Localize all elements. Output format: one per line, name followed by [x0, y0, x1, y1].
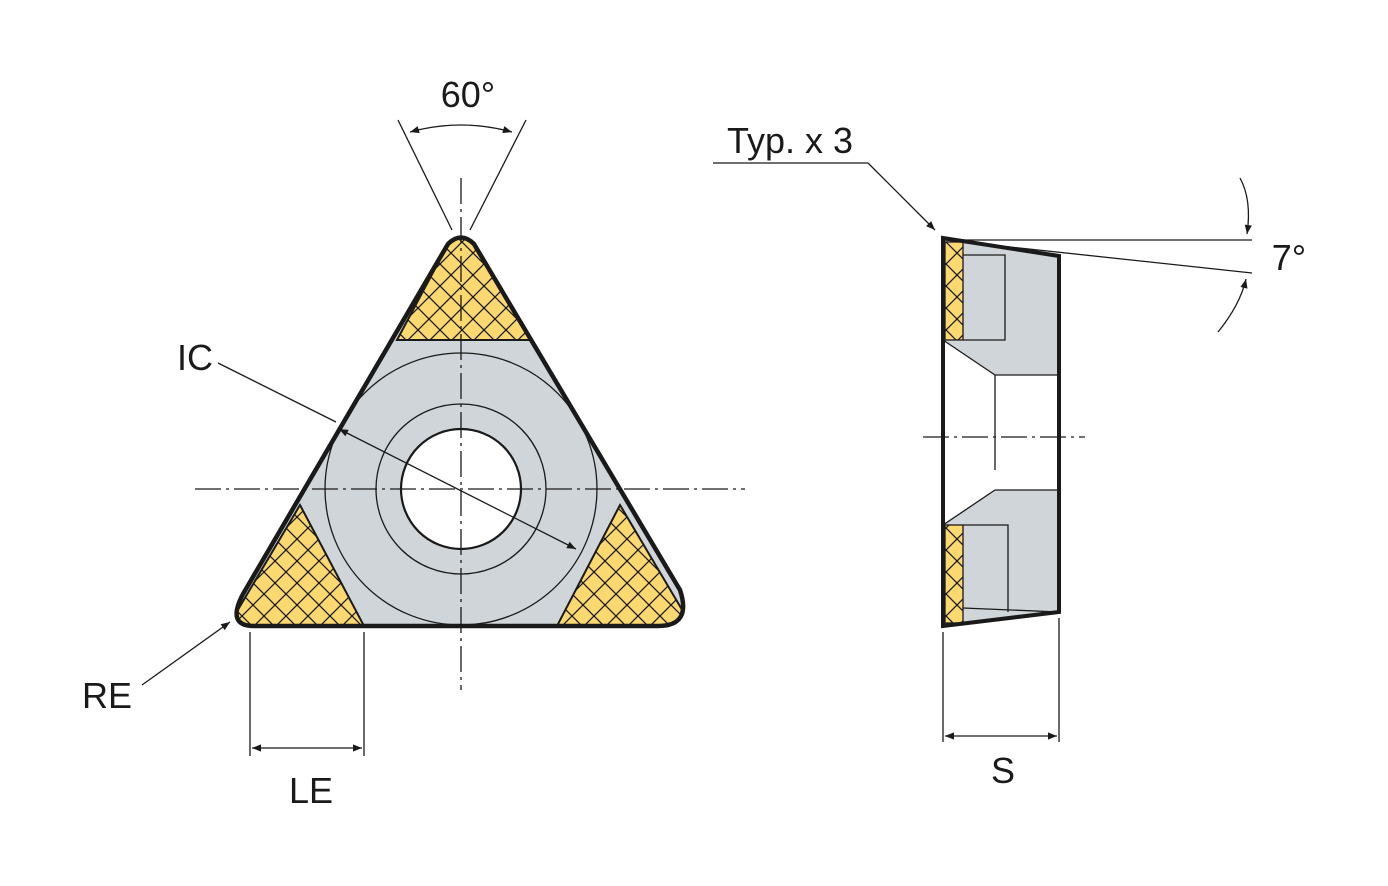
insert-outline	[234, 235, 686, 629]
re-label: RE	[82, 675, 132, 716]
insert-side-view	[923, 235, 1085, 629]
cutting-tips	[236, 237, 684, 626]
clearance-angle-dimension: 7°	[944, 177, 1306, 333]
thickness-label: S	[991, 750, 1015, 791]
tip-bottom-right	[556, 502, 684, 626]
thickness-dimension: S	[942, 618, 1060, 791]
le-dimension: LE	[249, 632, 365, 811]
side-tip-bottom	[944, 524, 964, 624]
ic-dimension: IC	[177, 337, 577, 550]
angle-60-label: 60°	[441, 74, 495, 115]
typ-x3-label: Typ. x 3	[727, 120, 853, 161]
re-dimension: RE	[82, 621, 231, 716]
insert-front-view	[195, 178, 745, 690]
side-tip-top	[944, 241, 964, 341]
tip-bottom-left	[236, 502, 365, 626]
typ-x3-annotation: Typ. x 3	[713, 120, 936, 231]
ic-label: IC	[177, 337, 213, 378]
side-outline	[941, 235, 1061, 629]
clearance-angle-label: 7°	[1272, 237, 1306, 278]
angle-60-dimension: 60°	[397, 74, 527, 231]
le-label: LE	[289, 770, 333, 811]
